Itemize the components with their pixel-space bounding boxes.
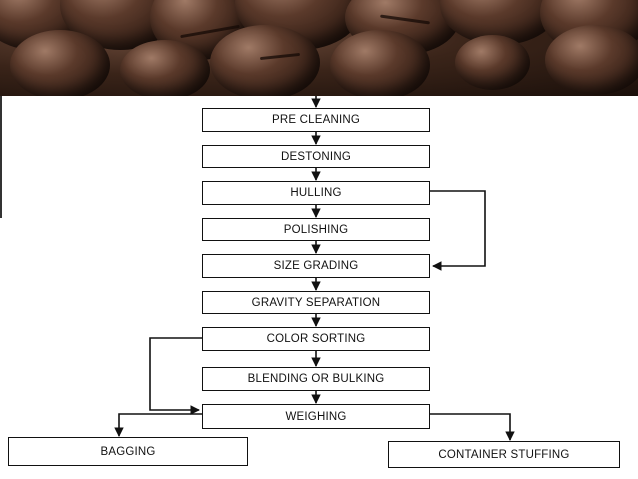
arrow-weighing-to-bagging xyxy=(114,413,202,437)
bypass-color-sorting-to-weighing xyxy=(149,337,202,415)
output-container-stuffing: CONTAINER STUFFING xyxy=(388,441,620,468)
step-blending-or-bulking: BLENDING OR BULKING xyxy=(202,367,430,391)
step-pre-cleaning: PRE CLEANING xyxy=(202,108,430,132)
step-polishing: POLISHING xyxy=(202,218,430,241)
step-gravity-separation: GRAVITY SEPARATION xyxy=(202,291,430,314)
step-color-sorting: COLOR SORTING xyxy=(202,327,430,351)
step-destoning: DESTONING xyxy=(202,145,430,168)
coffee-beans-banner xyxy=(0,0,638,96)
output-bagging: BAGGING xyxy=(8,437,248,466)
left-edge-rule xyxy=(0,96,2,218)
step-hulling: HULLING xyxy=(202,181,430,205)
step-weighing: WEIGHING xyxy=(202,404,430,429)
arrow-weighing-to-container-stuffing xyxy=(430,413,515,441)
bypass-hulling-to-size-grading xyxy=(430,190,486,271)
step-size-grading: SIZE GRADING xyxy=(202,254,430,278)
